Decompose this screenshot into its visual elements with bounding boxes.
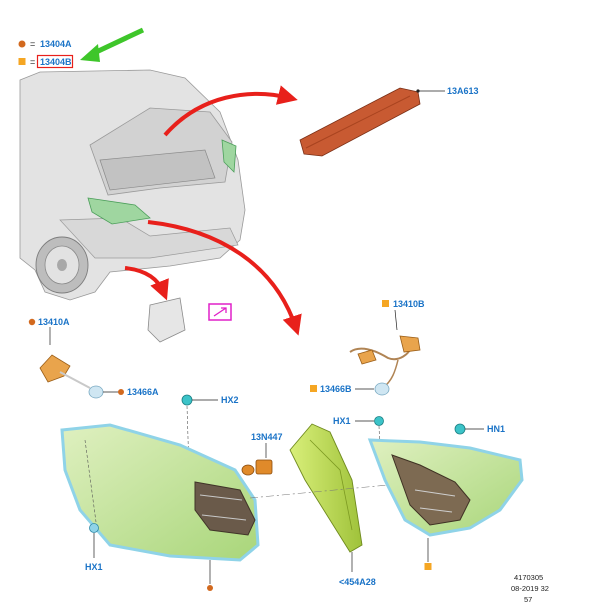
legend-part-13404B[interactable]: 13404B <box>40 57 72 67</box>
bracket-454A28[interactable] <box>249 423 421 572</box>
callout-HN1[interactable]: HN1 <box>487 424 505 434</box>
callout-HX1-right[interactable]: HX1 <box>333 416 351 426</box>
drawing-number: 4170305 <box>514 573 543 582</box>
detail-view-marker[interactable] <box>208 303 232 321</box>
legend-eq-1: = <box>30 39 35 49</box>
bulb-holder-left[interactable] <box>88 385 124 399</box>
page-number: 57 <box>524 595 532 604</box>
bulb-holder-right[interactable] <box>310 382 390 396</box>
screw-hx2[interactable] <box>181 394 218 471</box>
bulb-socket-right[interactable] <box>349 300 421 387</box>
callout-454A28[interactable]: <454A28 <box>339 577 376 587</box>
legend-part-13404A[interactable]: 13404A <box>40 39 72 49</box>
callout-13410A[interactable]: 13410A <box>38 317 70 327</box>
red-arrows <box>124 85 302 336</box>
callout-13A613[interactable]: 13A613 <box>447 86 479 96</box>
screw-hx1-left[interactable] <box>89 523 99 559</box>
callout-HX1-left[interactable]: HX1 <box>85 562 103 572</box>
callout-13466A[interactable]: 13466A <box>127 387 159 397</box>
callout-marker-13404B <box>424 538 432 570</box>
date-code: 08-2019 32 <box>511 584 549 593</box>
callout-13410B[interactable]: 13410B <box>393 299 425 309</box>
tail-lamp-right[interactable] <box>367 438 524 537</box>
legend-circle-marker <box>18 40 26 48</box>
callout-13466B[interactable]: 13466B <box>320 384 352 394</box>
vehicle-rear-view <box>19 69 246 343</box>
tail-lamp-left[interactable] <box>60 423 260 562</box>
callout-marker-13404A <box>207 560 213 591</box>
callout-HX2[interactable]: HX2 <box>221 395 239 405</box>
callout-13N447[interactable]: 13N447 <box>251 432 283 442</box>
legend-square-marker <box>18 58 26 65</box>
bulb-socket-left[interactable] <box>28 318 91 389</box>
legend: = 13404A = 13404B <box>18 27 145 69</box>
nut-hn1[interactable] <box>454 423 484 435</box>
legend-highlight-box <box>36 54 74 69</box>
connector-13N447[interactable] <box>241 443 273 476</box>
green-pointer-arrow <box>80 27 145 62</box>
legend-eq-2: = <box>30 57 35 67</box>
drawing-footer: 4170305 08-2019 32 57 <box>511 573 549 604</box>
high-mount-stop-lamp[interactable] <box>299 87 445 157</box>
